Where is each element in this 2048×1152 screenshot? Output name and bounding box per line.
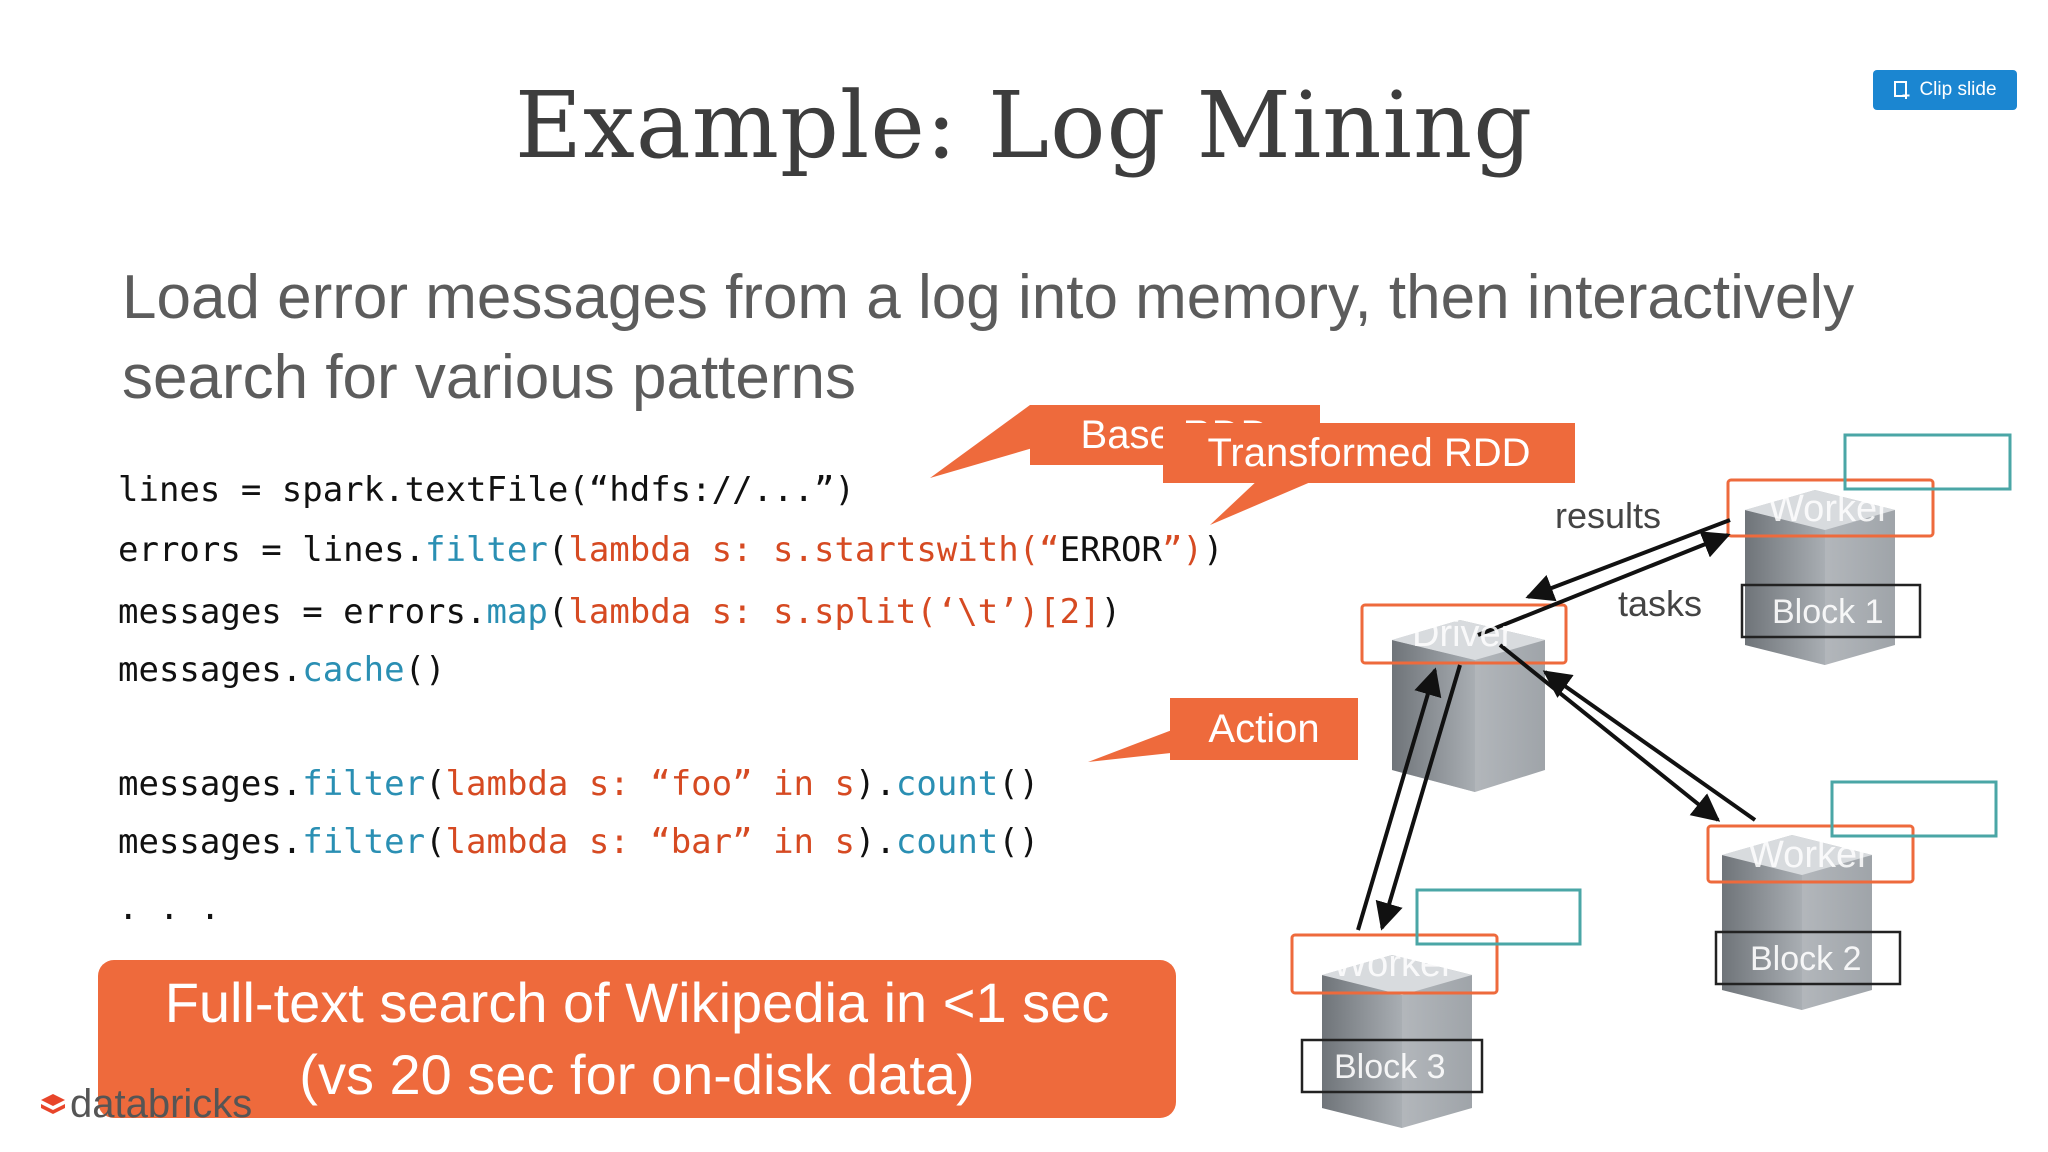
- subtitle-line-1: Load error messages from a log into memo…: [122, 263, 1855, 332]
- block-2-box: [1714, 930, 1902, 986]
- driver-label: Driver: [1412, 613, 1514, 655]
- banner-line-1: Full-text search of Wikipedia in <1 sec: [164, 971, 1110, 1034]
- block-1-box: [1740, 583, 1922, 639]
- clip-slide-label: Clip slide: [1919, 79, 1997, 100]
- worker-1-cache-box: [1843, 433, 2012, 491]
- clip-slide-button[interactable]: Clip slide: [1873, 70, 2017, 110]
- databricks-mark-icon: [41, 1093, 65, 1114]
- clip-icon: [1894, 81, 1910, 99]
- results-label: results: [1555, 495, 1662, 536]
- worker-1-server-icon: [1745, 490, 1895, 665]
- highlight-banner: Full-text search of Wikipedia in <1 sec …: [98, 960, 1176, 1118]
- worker-2-cache-box: [1830, 780, 1998, 838]
- code-line-4: messages.cache(): [118, 650, 446, 690]
- logo-text: databricks: [70, 1082, 253, 1126]
- driver-box: [1360, 603, 1568, 665]
- results-arrow-2: [1542, 670, 1757, 822]
- base-rdd-tail: [930, 405, 1060, 478]
- code-line-ellipsis: . . .: [118, 888, 221, 928]
- worker-3-box: [1290, 933, 1499, 995]
- code-line-3: messages = errors.map(lambda s: s.split(…: [118, 592, 1122, 632]
- tasks-arrow-3: [1375, 664, 1462, 931]
- code-line-6: messages.filter(lambda s: “bar” in s).co…: [118, 822, 1040, 862]
- tasks-label: tasks: [1618, 583, 1703, 624]
- block-3-box: [1300, 1038, 1484, 1094]
- tasks-arrow-2: [1498, 643, 1721, 822]
- transformed-rdd-callout: Transformed RDD: [1163, 423, 1575, 483]
- action-tail: [1088, 730, 1180, 762]
- code-line-2: errors = lines.filter(lambda s: s.starts…: [118, 530, 1224, 570]
- block-3-label: Block 3: [1334, 1048, 1446, 1086]
- databricks-logo: databricks: [40, 1082, 252, 1127]
- subtitle-line-2: search for various patterns: [122, 343, 857, 412]
- worker-3-cache-box: [1415, 888, 1582, 946]
- worker-1-label: Worker: [1768, 488, 1890, 530]
- results-arrow-3: [1356, 667, 1442, 931]
- worker-2-box: [1706, 824, 1915, 884]
- results-arrow-1: [1525, 518, 1731, 602]
- block-1-label: Block 1: [1772, 593, 1884, 631]
- slide-title: Example: Log Mining: [514, 72, 1534, 179]
- code-line-1: lines = spark.textFile(“hdfs://...”): [118, 470, 855, 510]
- worker-3-server-icon: [1322, 955, 1472, 1128]
- worker-1-box: [1726, 478, 1935, 538]
- worker-3-label: Worker: [1332, 943, 1454, 985]
- slide-subtitle: Load error messages from a log into memo…: [122, 258, 1902, 418]
- block-2-label: Block 2: [1750, 940, 1862, 978]
- transformed-rdd-tail: [1210, 478, 1320, 525]
- tasks-arrow-1: [1477, 531, 1731, 637]
- worker-2-label: Worker: [1748, 834, 1870, 876]
- banner-line-2: (vs 20 sec for on-disk data): [299, 1043, 975, 1106]
- action-callout: Action: [1170, 698, 1358, 760]
- code-line-5: messages.filter(lambda s: “foo” in s).co…: [118, 764, 1040, 804]
